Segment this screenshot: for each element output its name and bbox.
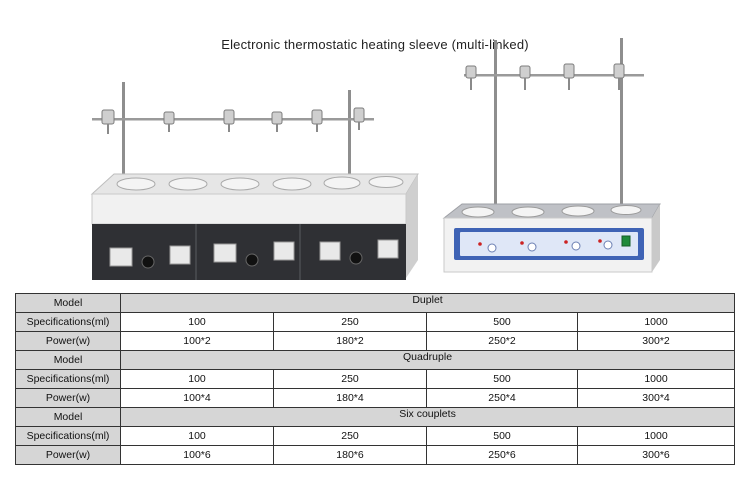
spec-cell: 500	[426, 312, 578, 332]
model-row-duplet: Model Duplet	[15, 293, 736, 313]
power-cell: 100*2	[120, 331, 274, 351]
power-cell: 100*4	[120, 388, 274, 408]
power-cell: 180*2	[273, 331, 427, 351]
power-cell: 300*6	[576, 445, 736, 465]
power-cell: 250*6	[426, 445, 578, 465]
spec-cell: 250	[273, 312, 427, 332]
specification-table: Model Duplet Specifications(ml) 100 250 …	[15, 293, 736, 465]
power-cell: 250*2	[426, 331, 578, 351]
model-label: Model	[15, 350, 121, 370]
spec-row-six-couplets: Specifications(ml) 100 250 500 1000	[15, 426, 736, 446]
power-row-six-couplets: Power(w) 100*6 180*6 250*6 300*6	[15, 445, 736, 465]
four-hole-heating-mantle-photo	[436, 38, 664, 278]
power-row-quadruple: Power(w) 100*4 180*4 250*4 300*4	[15, 388, 736, 408]
power-row-duplet: Power(w) 100*2 180*2 250*2 300*2	[15, 331, 736, 351]
spec-cell: 100	[120, 312, 274, 332]
spec-cell: 100	[120, 426, 274, 446]
spec-label: Specifications(ml)	[15, 426, 121, 446]
model-label: Model	[15, 407, 121, 427]
model-name: Duplet	[119, 293, 736, 313]
power-label: Power(w)	[15, 445, 121, 465]
spec-cell: 1000	[576, 369, 736, 389]
six-hole-heating-mantle-photo	[84, 82, 424, 282]
model-row-six-couplets: Model Six couplets	[15, 407, 736, 427]
model-name: Quadruple	[119, 350, 736, 370]
page-title: Electronic thermostatic heating sleeve (…	[221, 37, 529, 52]
spec-cell: 250	[273, 426, 427, 446]
spec-cell: 500	[426, 369, 578, 389]
spec-label: Specifications(ml)	[15, 312, 121, 332]
model-name: Six couplets	[119, 407, 736, 427]
power-cell: 250*4	[426, 388, 578, 408]
power-cell: 180*4	[273, 388, 427, 408]
spec-cell: 1000	[576, 312, 736, 332]
spec-cell: 500	[426, 426, 578, 446]
power-cell: 100*6	[120, 445, 274, 465]
model-row-quadruple: Model Quadruple	[15, 350, 736, 370]
spec-cell: 250	[273, 369, 427, 389]
spec-row-duplet: Specifications(ml) 100 250 500 1000	[15, 312, 736, 332]
power-cell: 300*4	[576, 388, 736, 408]
power-label: Power(w)	[15, 331, 121, 351]
spec-cell: 1000	[576, 426, 736, 446]
power-label: Power(w)	[15, 388, 121, 408]
spec-cell: 100	[120, 369, 274, 389]
model-label: Model	[15, 293, 121, 313]
spec-label: Specifications(ml)	[15, 369, 121, 389]
power-cell: 180*6	[273, 445, 427, 465]
spec-row-quadruple: Specifications(ml) 100 250 500 1000	[15, 369, 736, 389]
power-cell: 300*2	[576, 331, 736, 351]
